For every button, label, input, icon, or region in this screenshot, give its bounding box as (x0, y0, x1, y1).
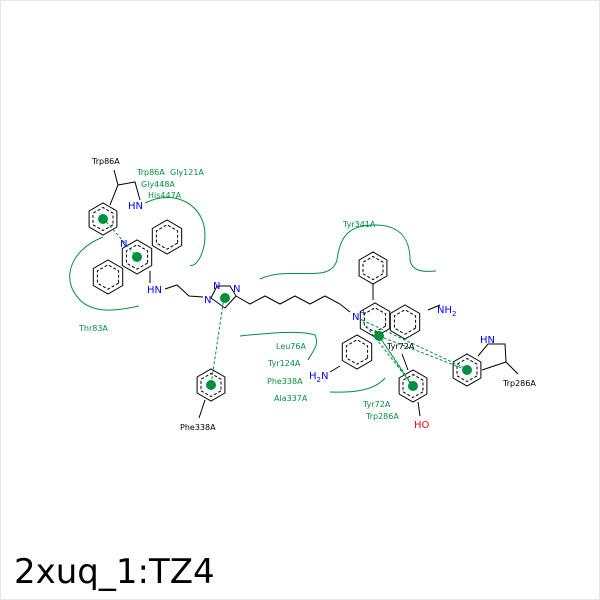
ring-centroid (374, 331, 384, 341)
hydrophobic-contacts (69, 197, 437, 393)
aromatic-ring (88, 202, 118, 236)
cation-pi-tyr72 (359, 317, 414, 387)
atom-hn: HN (128, 201, 143, 212)
triazole-ring (210, 285, 237, 309)
trp286-pyrrole (477, 343, 507, 371)
contact-arc-leu76 (239, 331, 318, 361)
aromatic-ring-inner (125, 244, 149, 270)
residue-label-leu76: Leu76A (276, 342, 306, 351)
cation-pi-trp286 (361, 319, 466, 369)
contact-arc-trp86-gly121 (144, 197, 206, 266)
atom-n: N (204, 295, 211, 306)
atom-ho: HO (414, 420, 430, 431)
atom-labels: HN N HN N N N N + NH2 H2N HO HN (120, 201, 495, 431)
contact-arc-tyr72 (329, 377, 386, 393)
atom-n: N (213, 281, 220, 292)
ring-centroid (132, 252, 142, 262)
aromatic-ring (196, 368, 226, 402)
aromatic-ring-inner (92, 206, 114, 232)
ring-centroid (408, 381, 418, 391)
residue-label-phe338: Phe338A (180, 423, 216, 432)
pi-interactions (98, 214, 472, 391)
bond (198, 399, 206, 419)
hexyl-chain (235, 295, 351, 313)
ring-bonds (88, 202, 482, 403)
bond (417, 401, 421, 417)
aromatic-ring (151, 219, 183, 255)
residue-label-trp286: Trp286A (502, 379, 536, 388)
contact-arc-tyr341 (259, 224, 437, 280)
pi-stack-trp286 (378, 335, 468, 371)
aromatic-ring-inner (402, 373, 424, 399)
ring-centroid (462, 365, 472, 375)
atom-hn: HN (480, 335, 495, 346)
atom-n: N (120, 239, 127, 250)
charge-plus: + (360, 308, 367, 317)
aromatic-ring (389, 304, 421, 340)
contact-arc-thr83 (69, 236, 140, 311)
aromatic-ring (398, 369, 428, 403)
trp286-substituent (505, 361, 519, 375)
residue-label-tyr341: Tyr341A (342, 220, 376, 229)
residue-label-his447: His447A (148, 191, 182, 200)
aromatic-ring (92, 259, 124, 295)
aromatic-ring (121, 239, 153, 275)
bond (427, 304, 441, 311)
chain-bonds (109, 169, 519, 419)
trp86-pyrrole (109, 181, 141, 206)
aromatic-ring-inner (362, 255, 384, 281)
diagram-title: 2xuq_1:TZ4 (14, 552, 215, 592)
atom-h2n: H2N (309, 371, 328, 384)
aromatic-ring-inner (393, 309, 417, 335)
residue-label-phe338: Phe338A (267, 377, 303, 386)
residue-label-trp86: Trp86A (136, 168, 165, 177)
residue-labels: Trp86A Trp86A Gly121A Gly448A His447A Th… (78, 157, 536, 432)
atom-n: N (233, 284, 240, 295)
residue-label-tyr72: Tyr72A (386, 342, 415, 351)
aromatic-ring-inner (155, 224, 179, 250)
residue-label-gly448: Gly448A (141, 180, 175, 189)
residue-label-thr83: Thr83A (78, 324, 108, 333)
pi-stack-phe338 (210, 296, 225, 386)
bond (329, 365, 341, 373)
residue-label-ala337: Ala337A (274, 394, 308, 403)
residue-label-tyr124: Tyr124A (267, 359, 301, 368)
aromatic-ring (341, 334, 373, 370)
residue-label-tyr72: Tyr72A (362, 400, 391, 409)
ring-centroid (98, 214, 108, 224)
aromatic-ring-inner (345, 339, 369, 365)
residue-label-trp86: Trp86A (91, 157, 120, 166)
atom-hn: HN (147, 285, 162, 296)
trp86-substituent (113, 169, 119, 186)
residue-label-trp286: Trp286A (365, 412, 399, 421)
aromatic-ring-inner (456, 357, 478, 383)
atom-n-plus: N (352, 312, 359, 323)
aromatic-ring-inner (200, 372, 222, 398)
linker-chain (164, 284, 204, 298)
ring-centroid (220, 293, 230, 303)
pi-stack-trp86 (102, 217, 138, 258)
aromatic-ring-inner (363, 307, 387, 333)
bond (401, 353, 409, 371)
residue-label-gly121: Gly121A (170, 168, 204, 177)
aromatic-ring-inner (96, 264, 120, 290)
atom-nh2: NH2 (437, 305, 456, 318)
ring-centroid (206, 380, 216, 390)
